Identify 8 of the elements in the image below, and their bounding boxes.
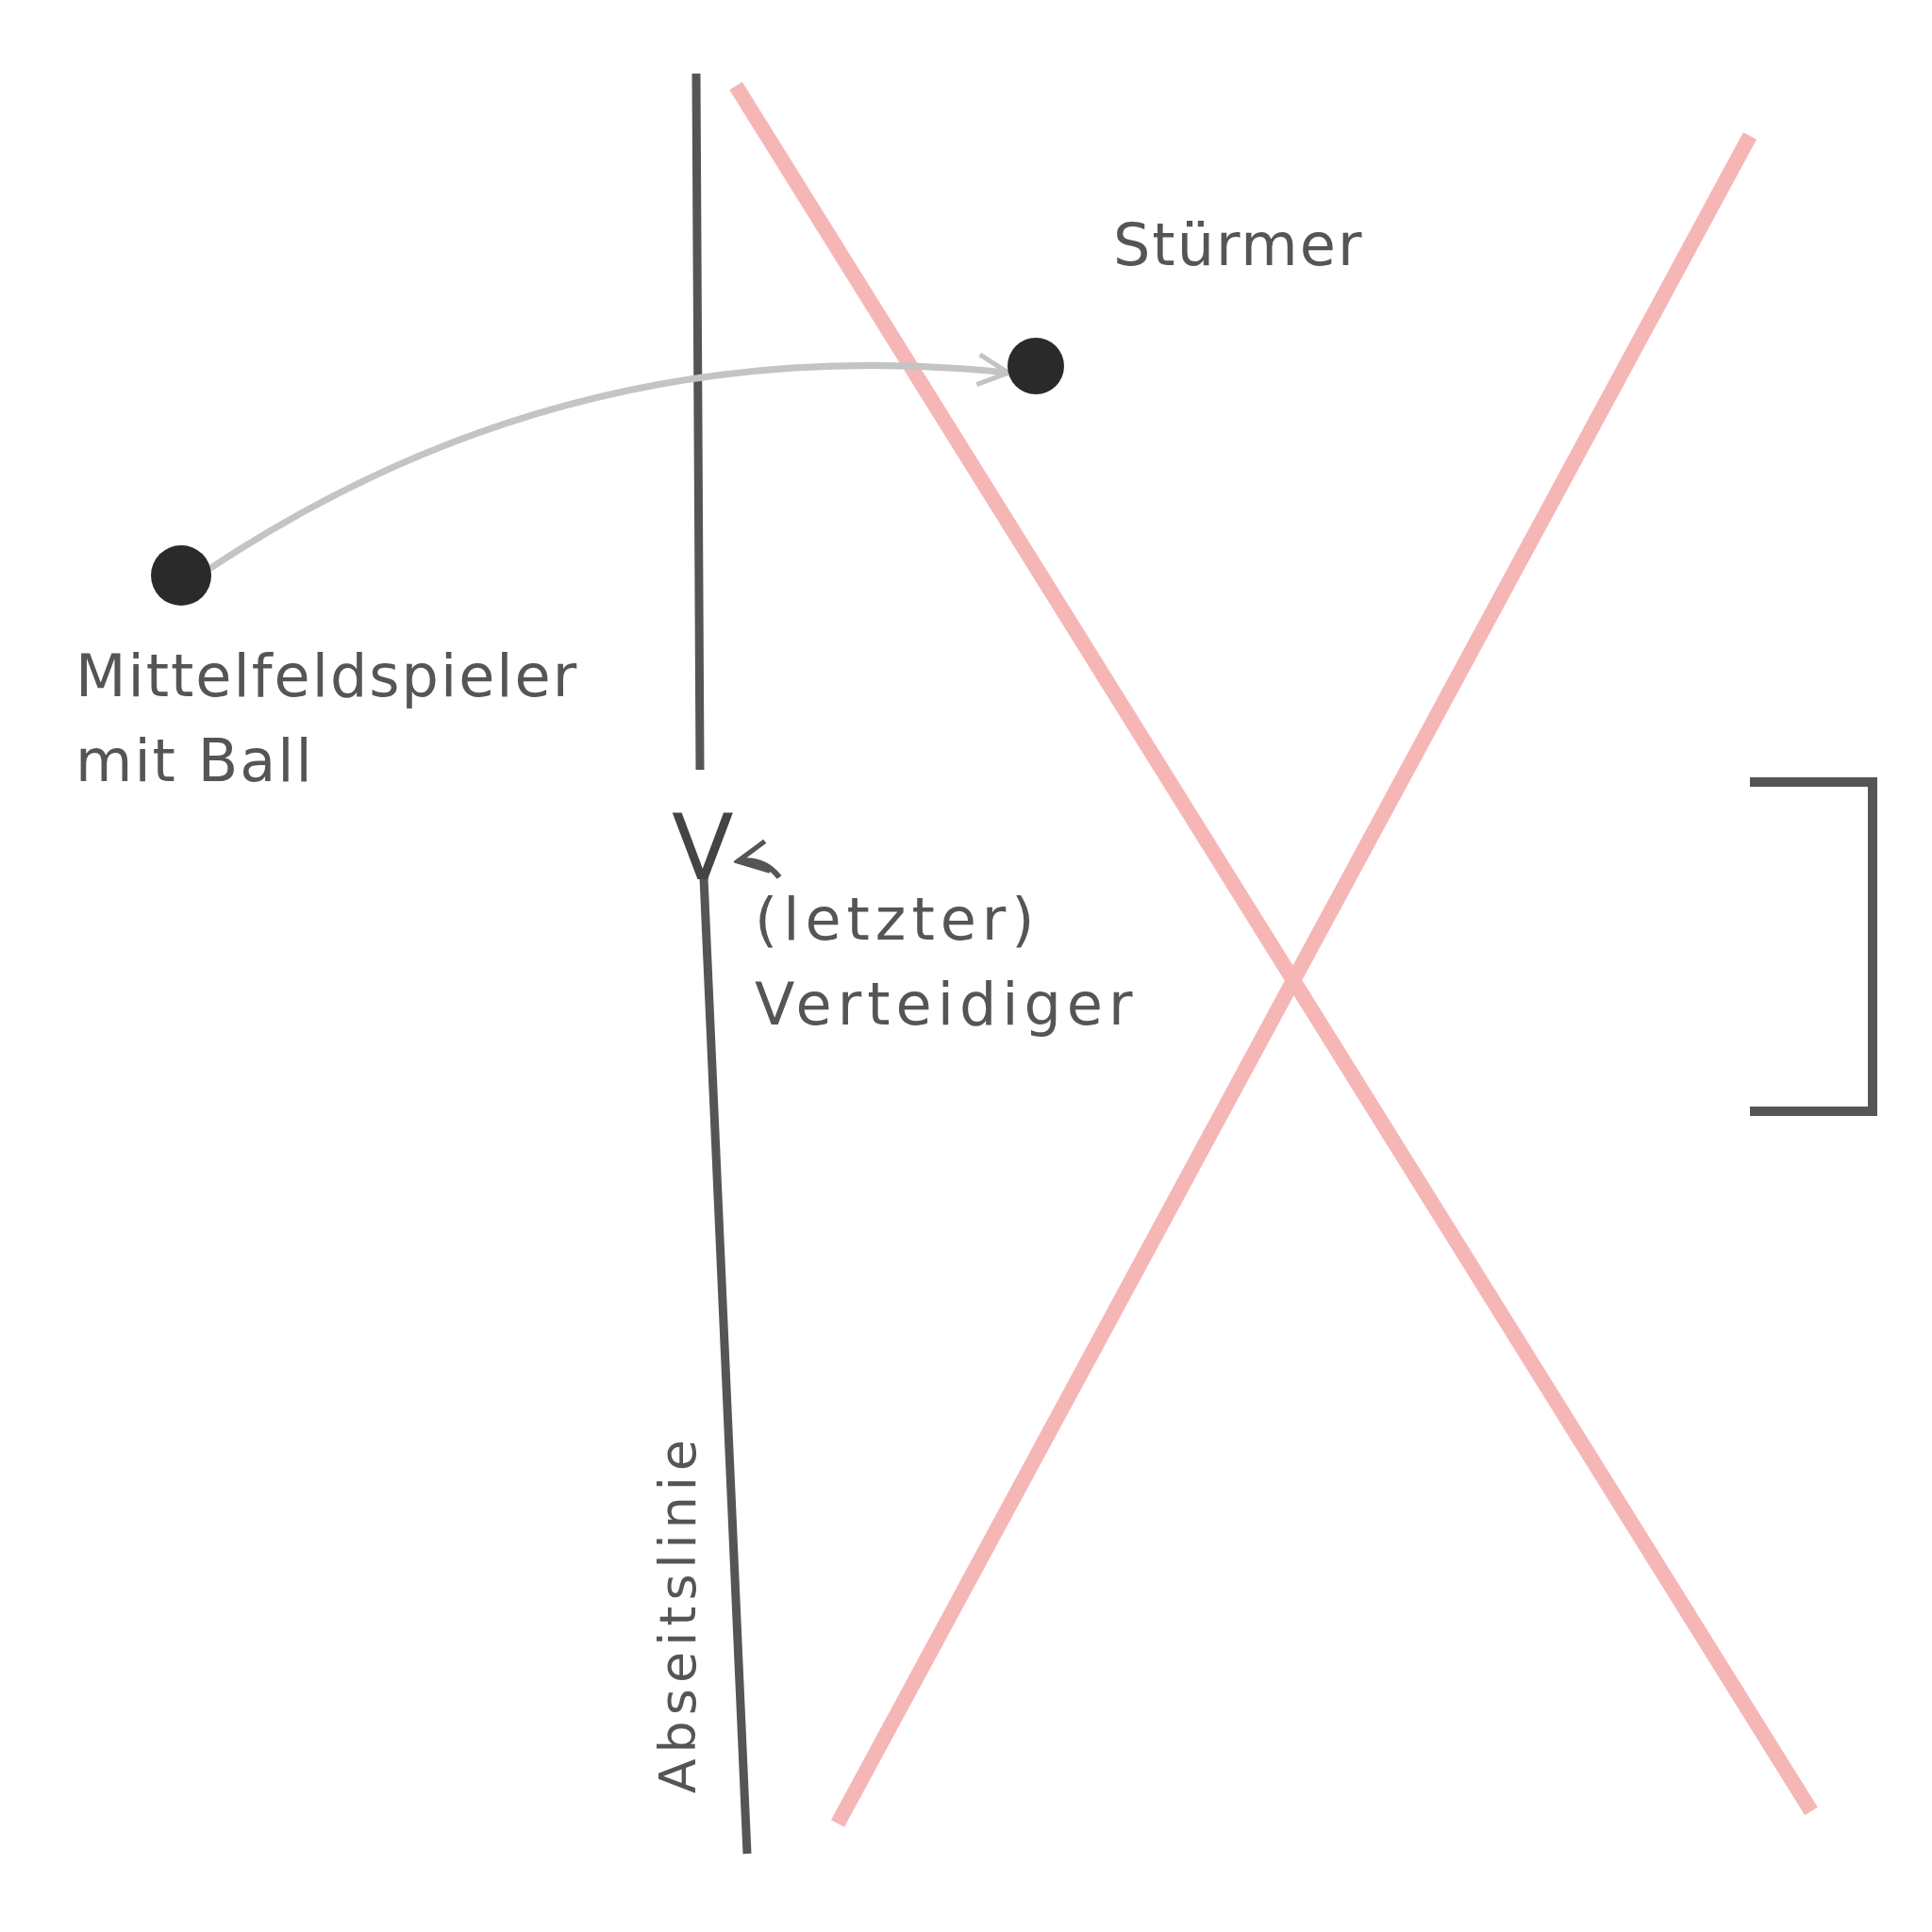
arrow bbox=[735, 840, 782, 879]
defender-marker: V bbox=[672, 783, 738, 915]
player-dot bbox=[1008, 338, 1064, 394]
arrow bbox=[208, 353, 1011, 572]
player-label: Stürmer bbox=[1113, 209, 1365, 281]
line-label: Abseitslinie bbox=[647, 1434, 708, 1794]
player-label: Mittelfeldspieler mit Ball bbox=[75, 641, 580, 797]
defender-label: (letzter) Verteidiger bbox=[755, 877, 1245, 1047]
